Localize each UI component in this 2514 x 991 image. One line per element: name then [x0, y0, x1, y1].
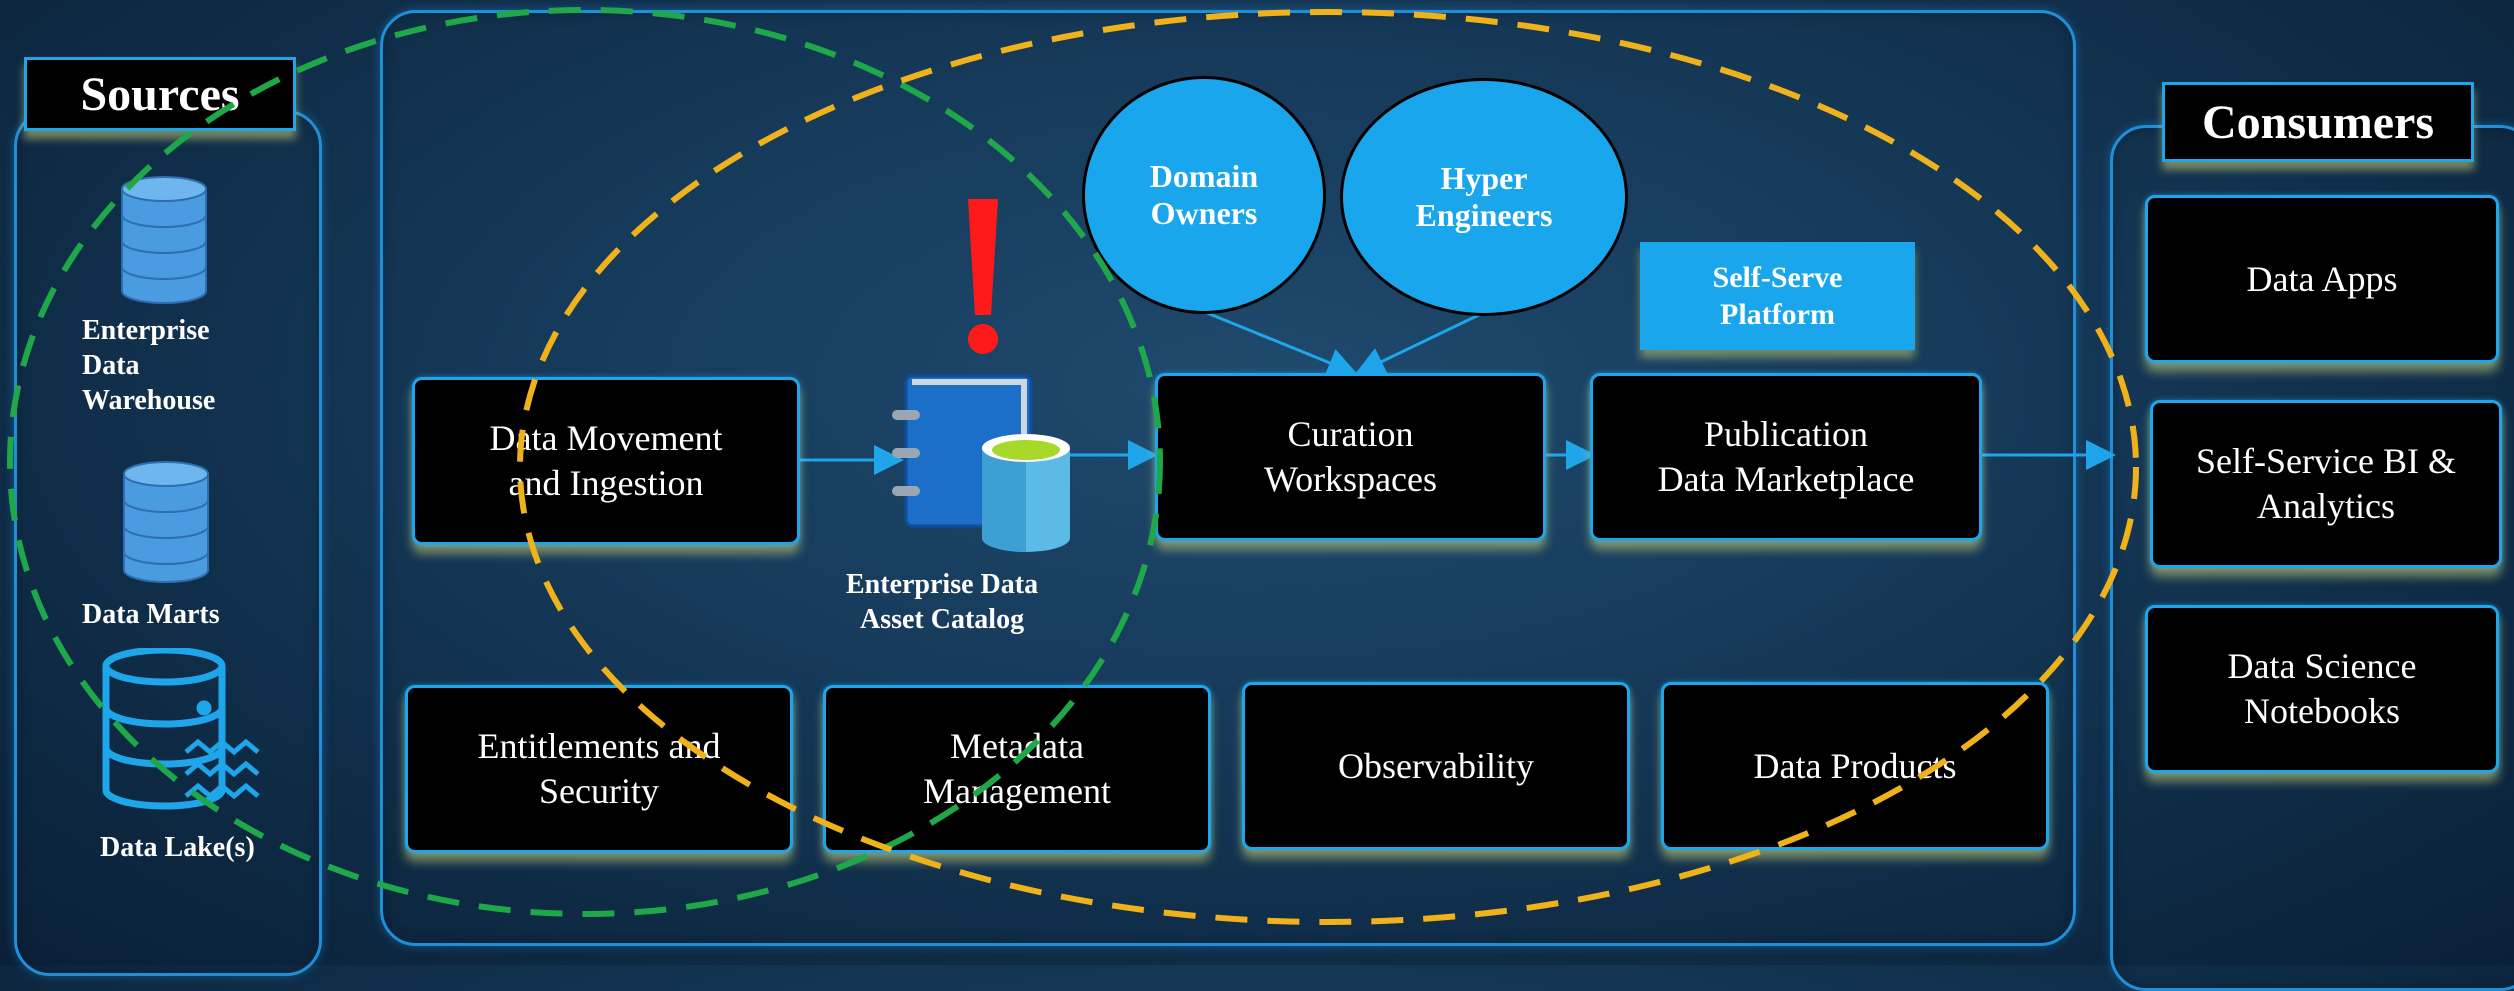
sources-title: Sources	[24, 57, 296, 131]
consumer-data-science-box: Data Science Notebooks	[2145, 605, 2499, 773]
database-icon	[121, 176, 207, 304]
catalog-label: Enterprise Data Asset Catalog	[846, 569, 1039, 635]
source-label-edw: Enterprise Data Warehouse	[82, 315, 216, 416]
database-icon	[123, 461, 209, 583]
data-movement-ingestion-box: Data Movement and Ingestion	[412, 377, 800, 545]
consumers-title: Consumers	[2162, 82, 2474, 162]
observability-box: Observability	[1242, 682, 1630, 850]
curation-workspaces-box: Curation Workspaces	[1155, 373, 1546, 541]
catalog-icon	[892, 374, 1070, 552]
data-products-box: Data Products	[1661, 682, 2049, 850]
metadata-management-box: Metadata Management	[823, 685, 1211, 853]
consumer-self-service-bi-box: Self-Service BI & Analytics	[2150, 400, 2502, 568]
data-lake-icon	[102, 648, 260, 810]
source-label-data-marts: Data Marts	[82, 599, 220, 630]
self-serve-platform-badge: Self-Serve Platform	[1640, 242, 1915, 350]
consumer-data-apps-box: Data Apps	[2145, 195, 2499, 363]
source-label-data-lakes: Data Lake(s)	[100, 832, 255, 863]
entitlements-security-box: Entitlements and Security	[405, 685, 793, 853]
role-domain-owners: Domain Owners	[1082, 76, 1326, 314]
role-hyper-engineers: Hyper Engineers	[1340, 78, 1628, 316]
exclamation-icon	[968, 199, 998, 354]
publication-marketplace-box: Publication Data Marketplace	[1590, 373, 1982, 541]
